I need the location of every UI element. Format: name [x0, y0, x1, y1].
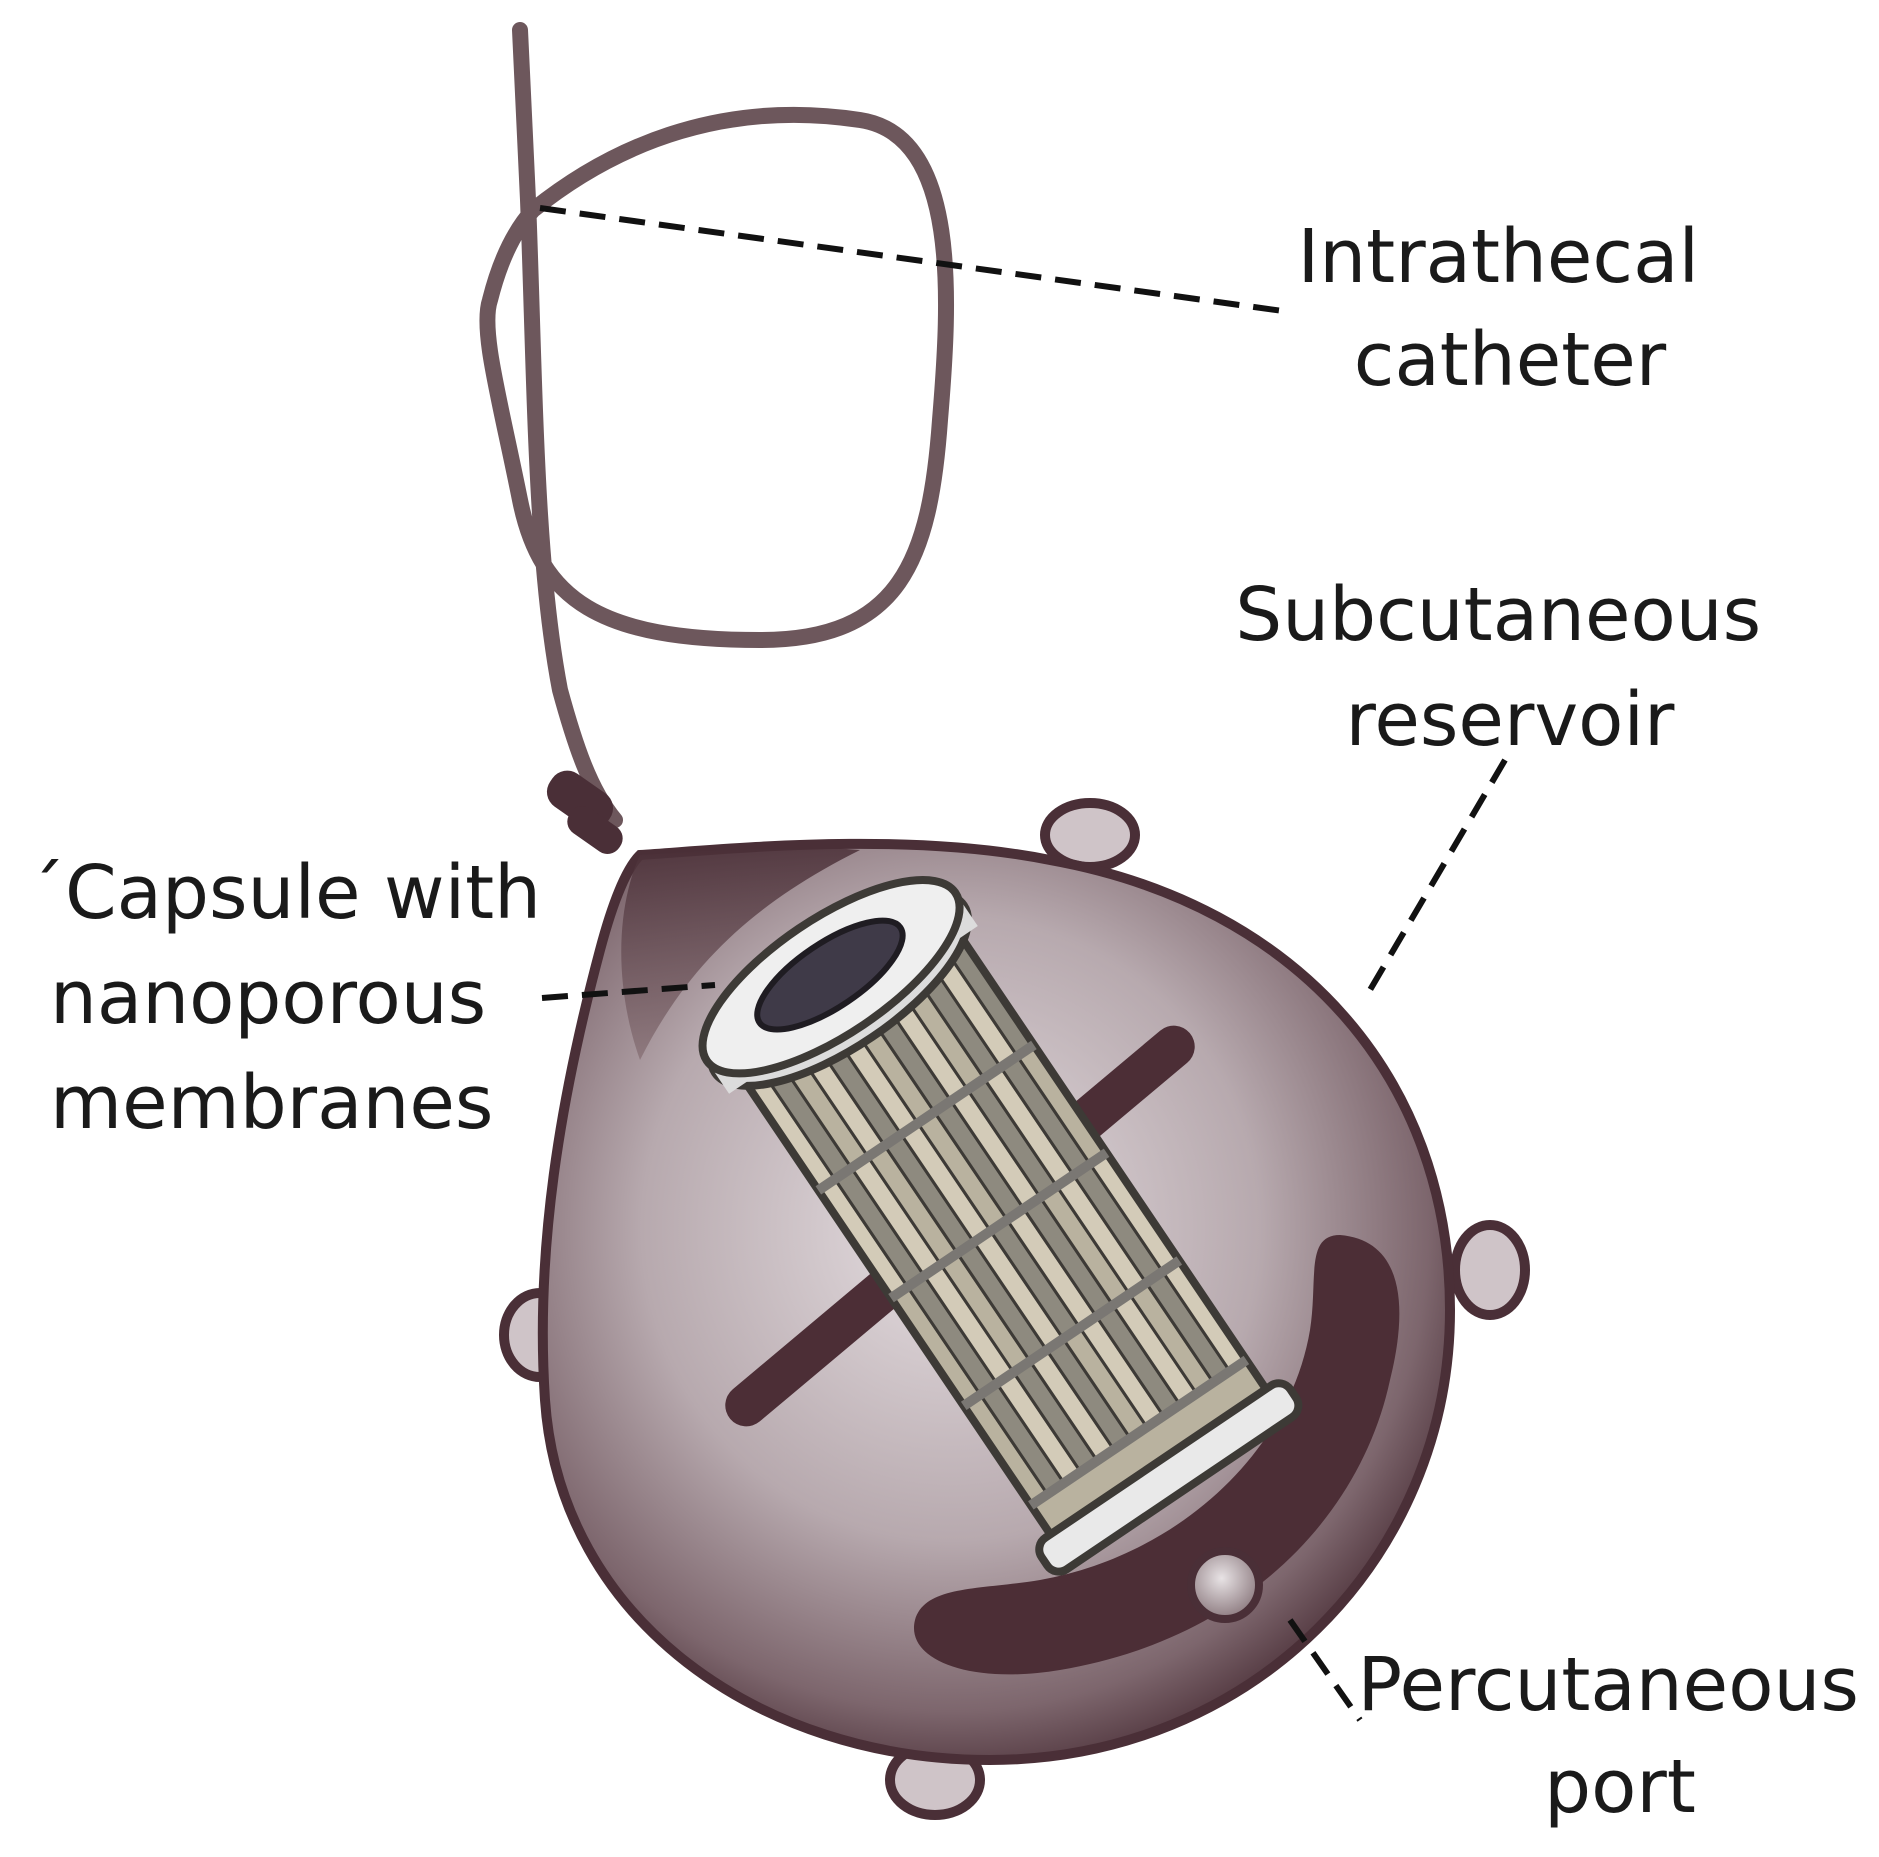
label-reservoir-line1: Subcutaneous [1235, 572, 1761, 658]
capsule-bore [754, 917, 906, 1033]
percutaneous-port [1187, 1547, 1263, 1623]
label-capsule: ´Capsule with nanoporous membranes [28, 850, 565, 1146]
label-capsule-line1: ´Capsule with [28, 850, 541, 936]
capsule-end-ring-bottom [1035, 1379, 1303, 1576]
leader-intrathecal [539, 205, 1291, 315]
intrathecal-catheter [479, 22, 955, 828]
label-intrathecal-line2: catheter [1354, 317, 1667, 403]
nanoporous-capsule [698, 876, 1303, 1576]
label-capsule-line3: membranes [50, 1060, 493, 1146]
leader-reservoir [1367, 758, 1508, 992]
label-intrathecal-line1: Intrathecal [1297, 214, 1699, 300]
label-port-line2: port [1544, 1744, 1696, 1830]
label-reservoir: Subcutaneous reservoir [1235, 572, 1784, 763]
catheter-connector [546, 770, 623, 854]
label-capsule-line2: nanoporous [50, 955, 486, 1041]
label-intrathecal: Intrathecal catheter [1297, 214, 1722, 403]
label-reservoir-line2: reservoir [1346, 677, 1675, 763]
leader-port [1287, 1618, 1363, 1722]
label-port-line1: Percutaneous [1358, 1642, 1859, 1728]
leader-capsule [541, 982, 716, 1001]
label-port: Percutaneous port [1358, 1642, 1879, 1830]
